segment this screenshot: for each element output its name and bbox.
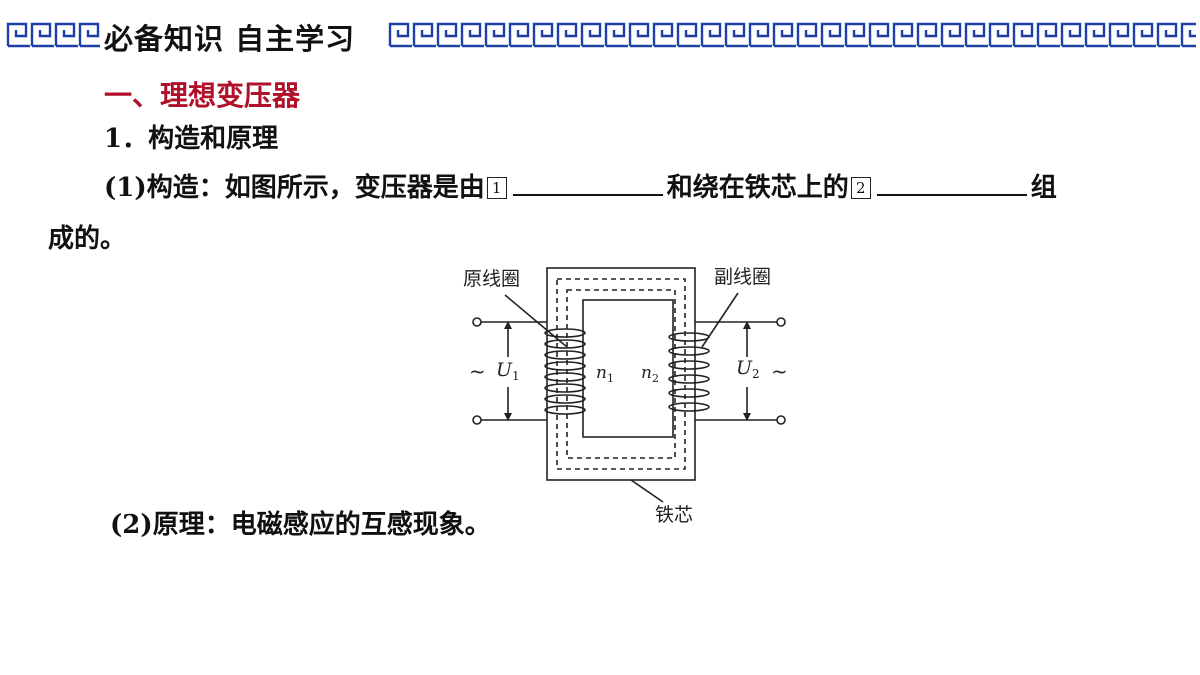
u1-label: U1 (496, 359, 520, 383)
u2-symbol: U (736, 357, 753, 379)
primary-coil (544, 328, 586, 415)
construction-suffix: 组 (1030, 173, 1057, 203)
ac-symbol-right: ~ (771, 359, 788, 383)
n2-subscript: 2 (652, 372, 659, 385)
primary-label-leader (504, 294, 568, 348)
primary-terminal-bottom (472, 415, 482, 425)
core-label: 铁芯 (655, 504, 693, 526)
primary-terminal-top (472, 317, 482, 327)
blank-number-2: 2 (850, 177, 871, 199)
secondary-label-leader (701, 292, 739, 348)
n2-label: n2 (641, 363, 659, 385)
u1-subscript: 1 (512, 369, 520, 383)
meander-border-right (388, 22, 1196, 48)
u2-label: U2 (736, 357, 760, 381)
header-band: 必备知识 自主学习 (0, 14, 1200, 58)
construction-middle: 和绕在铁芯上的 (666, 173, 849, 203)
n1-subscript: 1 (607, 372, 614, 385)
n2-symbol: n (641, 363, 652, 383)
core-label-leader (630, 479, 664, 503)
blank-number-1: 1 (486, 177, 507, 199)
primary-coil-label: 原线圈 (463, 268, 520, 290)
page-title: 必备知识 自主学习 (104, 22, 356, 56)
construction-prefix: (1)构造：如图所示，变压器是由 (104, 173, 485, 203)
secondary-coil (668, 332, 710, 412)
construction-continuation: 成的。 (48, 224, 127, 254)
u1-symbol: U (496, 359, 513, 381)
n1-symbol: n (596, 363, 607, 383)
core-outer (546, 267, 696, 481)
secondary-coil-label: 副线圈 (714, 266, 771, 288)
secondary-terminal-top (776, 317, 786, 327)
fill-blank-1[interactable] (512, 168, 663, 196)
transformer-diagram: 原线圈 副线圈 铁芯 ~ ~ U1 U2 n1 n2 (463, 266, 788, 526)
secondary-terminal-bottom (776, 415, 786, 425)
subsection-title: 1．构造和原理 (104, 124, 279, 154)
meander-border-left (6, 22, 100, 48)
u2-subscript: 2 (752, 367, 760, 381)
n1-label: n1 (596, 363, 614, 385)
section-title: 一、理想变压器 (104, 79, 301, 112)
ac-symbol-left: ~ (469, 359, 486, 383)
flux-path-inner (566, 289, 676, 459)
fill-blank-2[interactable] (876, 168, 1027, 196)
principle-line: (2)原理：电磁感应的互感现象。 (110, 510, 491, 540)
